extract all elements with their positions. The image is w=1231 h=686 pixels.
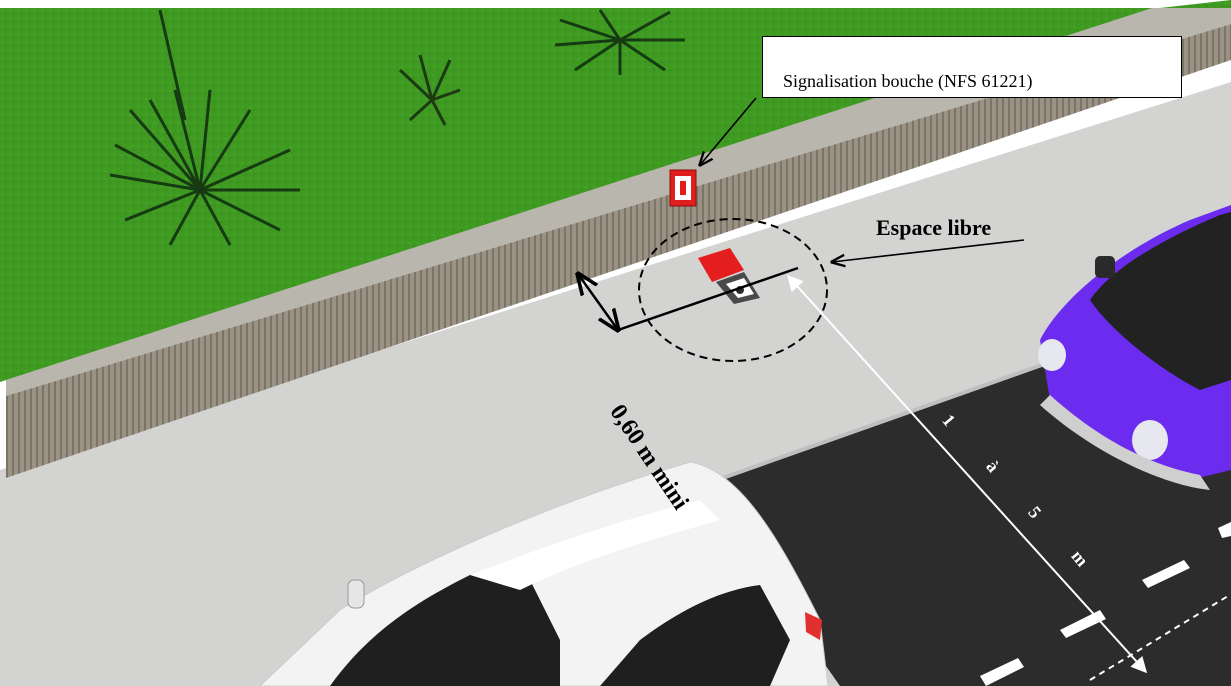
plant-icon bbox=[554, 9, 685, 75]
road-distance-arrow bbox=[786, 274, 1148, 674]
purple-car bbox=[1038, 205, 1231, 490]
hydrant-reference-line bbox=[617, 266, 799, 332]
plant-icon bbox=[398, 54, 461, 126]
free-space-label: Espace libre bbox=[876, 215, 992, 240]
hydrant-sign-icon bbox=[669, 169, 697, 207]
sign-label: Signalisation bouche (NFS 61221) bbox=[783, 71, 1033, 91]
white-car bbox=[259, 461, 829, 686]
free-space-pointer-arrow bbox=[832, 239, 1025, 262]
sign-label-box: Signalisation bouche (NFS 61221) bbox=[762, 36, 1182, 98]
min-distance-arrow bbox=[578, 274, 618, 330]
wall-top bbox=[6, 8, 1231, 396]
sign-pointer-arrow bbox=[700, 97, 757, 165]
plant-icon bbox=[109, 9, 300, 246]
wall-face bbox=[6, 24, 1231, 478]
